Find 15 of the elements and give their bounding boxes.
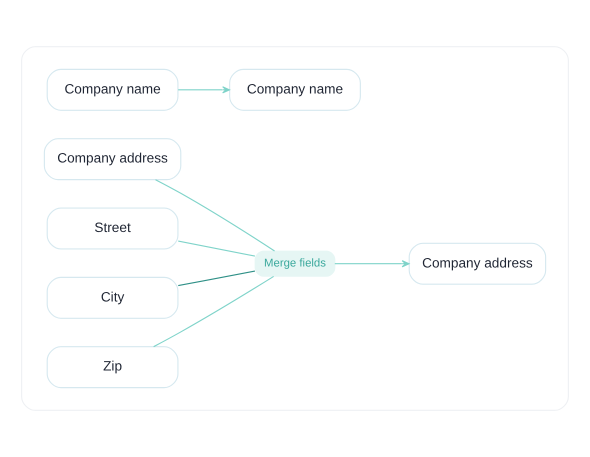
node-box: Company address [408, 242, 546, 285]
node-box: Zip [46, 346, 178, 388]
node-box: City [46, 276, 178, 319]
node-box: Company name [229, 68, 361, 111]
connector [178, 270, 256, 286]
cluster [21, 46, 569, 411]
arrow [334, 260, 410, 268]
node-box: Company address [44, 138, 182, 180]
node-box: Merge fields [254, 250, 336, 277]
connector [153, 276, 274, 348]
connector [155, 179, 275, 252]
node-box: Street [46, 207, 178, 250]
connector [178, 240, 256, 257]
arrow [178, 86, 230, 94]
node-box: Company name [46, 68, 178, 111]
